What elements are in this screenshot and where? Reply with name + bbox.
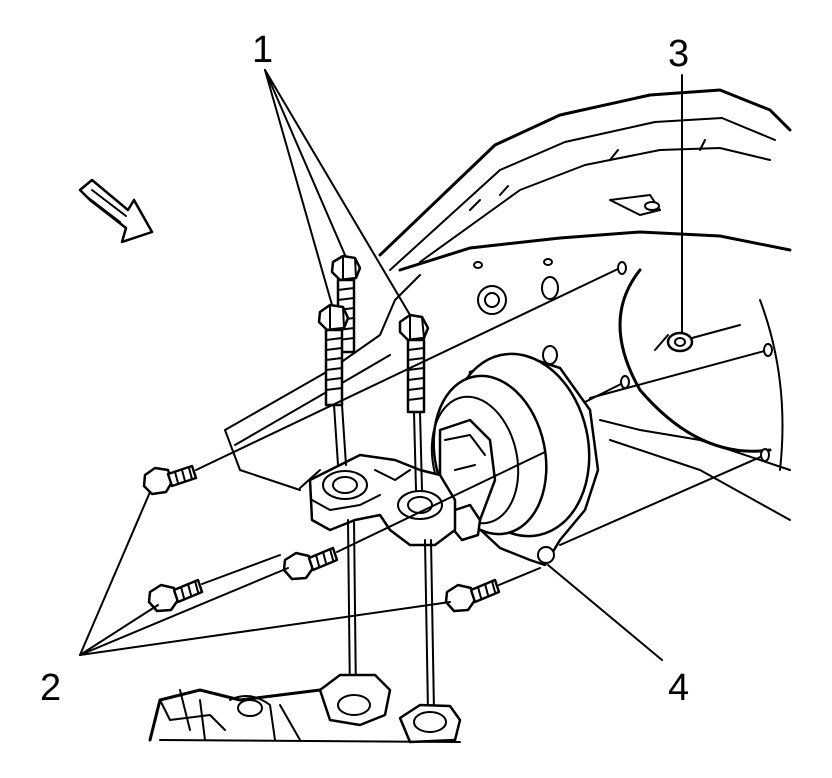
panel-dimple (473, 261, 483, 269)
panel-hole-inner (484, 292, 500, 308)
bracket-bolt-hole-left-inner (332, 476, 358, 494)
leader-1b (264, 69, 333, 306)
callout-2: 2 (40, 667, 61, 709)
vertical-bolt-c (398, 313, 430, 491)
leader-2c (79, 604, 159, 656)
mount-nut (654, 324, 741, 353)
frame-rail-structure (224, 88, 792, 521)
horizontal-bolt-2 (282, 343, 773, 581)
leader-2a (79, 491, 151, 656)
panel-dimple (543, 258, 553, 266)
callout-1: 1 (252, 29, 273, 71)
rail-hole (644, 201, 660, 211)
horizontal-bolt-1 (142, 261, 627, 496)
mount-bracket (308, 453, 457, 547)
vertical-bolts (317, 254, 435, 713)
engine-mount-isolator (430, 352, 600, 567)
leader-lines (79, 69, 683, 661)
leader-2b (79, 567, 289, 656)
panel-hole-upper (541, 276, 559, 300)
panel-hole-mid (542, 345, 558, 365)
leader-2d (79, 601, 451, 656)
engine-block-partial (148, 673, 462, 744)
mount-flange-hole (537, 546, 555, 564)
leader-1a (264, 69, 346, 256)
callout-4: 4 (668, 667, 689, 709)
callout-labels: 1 2 3 4 (40, 29, 689, 709)
leader-1c (264, 69, 411, 316)
vertical-bolt-b (317, 303, 350, 466)
horizontal-bolts (142, 261, 773, 613)
callout-3: 3 (668, 33, 689, 75)
horizontal-bolt-3 (147, 375, 630, 613)
bracket-bolt-hole-right-inner (407, 496, 433, 514)
leader-4 (547, 564, 663, 661)
horizontal-bolt-4 (444, 448, 770, 613)
front-direction-arrow-icon (78, 178, 154, 244)
